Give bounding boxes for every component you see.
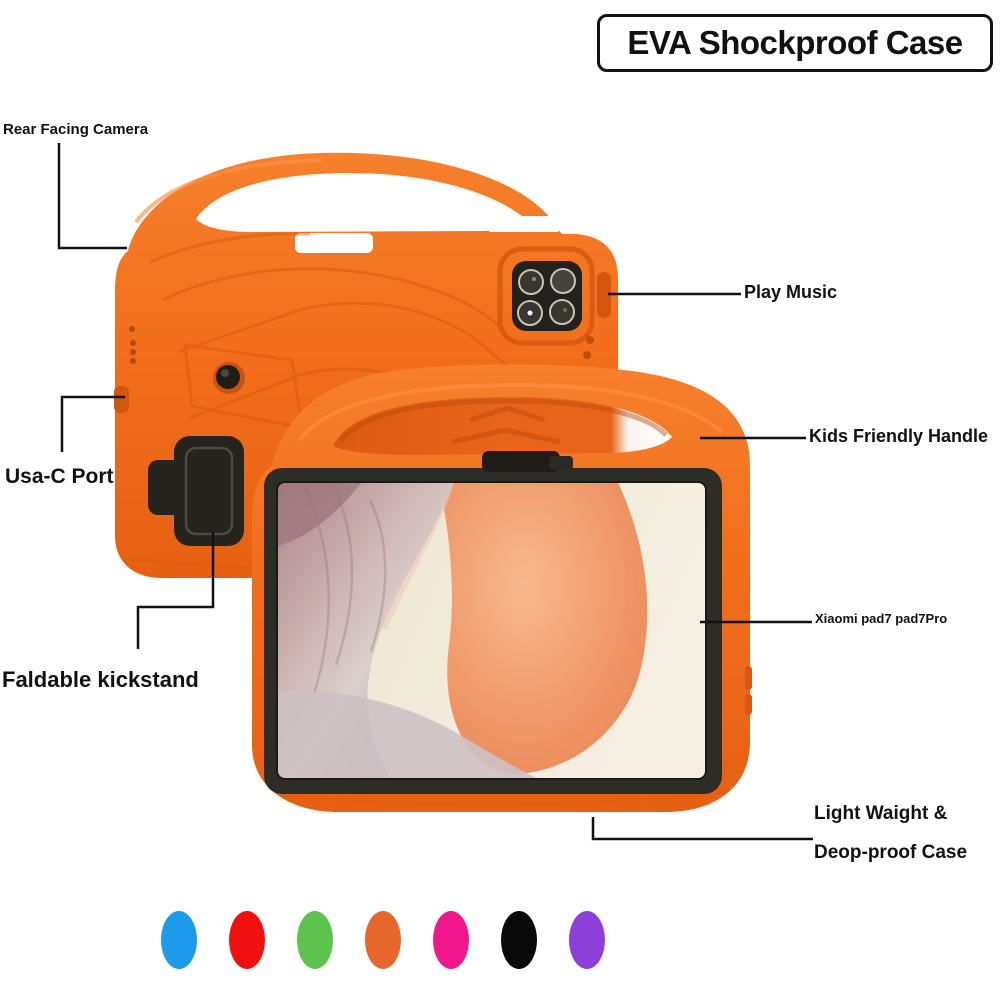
back-top-notch-right [486,216,562,232]
kickstand-knob [213,362,245,394]
speaker-holes [129,326,136,364]
front-bottom-shadow [281,791,725,806]
camera-lenses [517,268,576,326]
callout-lightweight-line1: Light Waight & [814,803,948,824]
color-swatch-blue [161,911,197,969]
usb-c-port-notch [114,386,129,413]
screen-edge [276,481,707,780]
wallpaper-salmon-fabric [436,482,648,774]
mic-hole [583,351,591,359]
callout-lightweight-line2: Deop-proof Case [814,842,968,863]
screen-wallpaper [277,482,706,779]
color-swatch-orange [365,911,401,969]
opening-inner-shadow [338,398,668,443]
camera-recess [497,246,595,346]
speaker-slot [597,272,611,318]
color-swatch-red [229,911,265,969]
callout-rear-camera: Rear Facing Camera [3,121,149,138]
wallpaper-corner-shade [277,482,362,546]
back-top-notch-left [295,233,373,253]
color-swatch-green [297,911,333,969]
callout-kids-handle: Kids Friendly Handle [809,426,989,446]
leader-usb-port [60,395,125,452]
wallpaper-bottom-band [277,690,548,779]
front-case [252,364,752,812]
leader-rear-camera [57,143,127,250]
leader-lightweight [591,817,813,841]
side-button [745,694,752,715]
callout-play-music: Play Music [744,282,838,302]
page-title: EVA Shockproof Case [597,14,993,72]
color-options-row [161,911,605,969]
side-button [745,666,752,690]
callout-usb-port: Usa-C Port [5,465,114,488]
mic-hole [586,336,594,344]
callout-leader-lines [57,143,813,841]
front-handle-highlight [298,382,724,442]
opening-back-ridges [451,405,561,445]
back-handle-highlight [134,158,323,224]
kickstand [148,436,244,546]
callout-kickstand: Faldable kickstand [2,667,199,692]
wallpaper-drape-streaks [300,482,387,701]
color-swatch-rose [433,911,469,969]
color-swatch-black [501,911,537,969]
back-handle-opening [196,172,522,232]
kickstand-latch [482,451,573,472]
callout-model: Xiaomi pad7 pad7Pro [815,611,948,626]
leader-kickstand [136,532,215,649]
color-swatch-purple [569,911,605,969]
rear-camera-module [497,246,595,346]
front-handle-opening [333,397,672,455]
